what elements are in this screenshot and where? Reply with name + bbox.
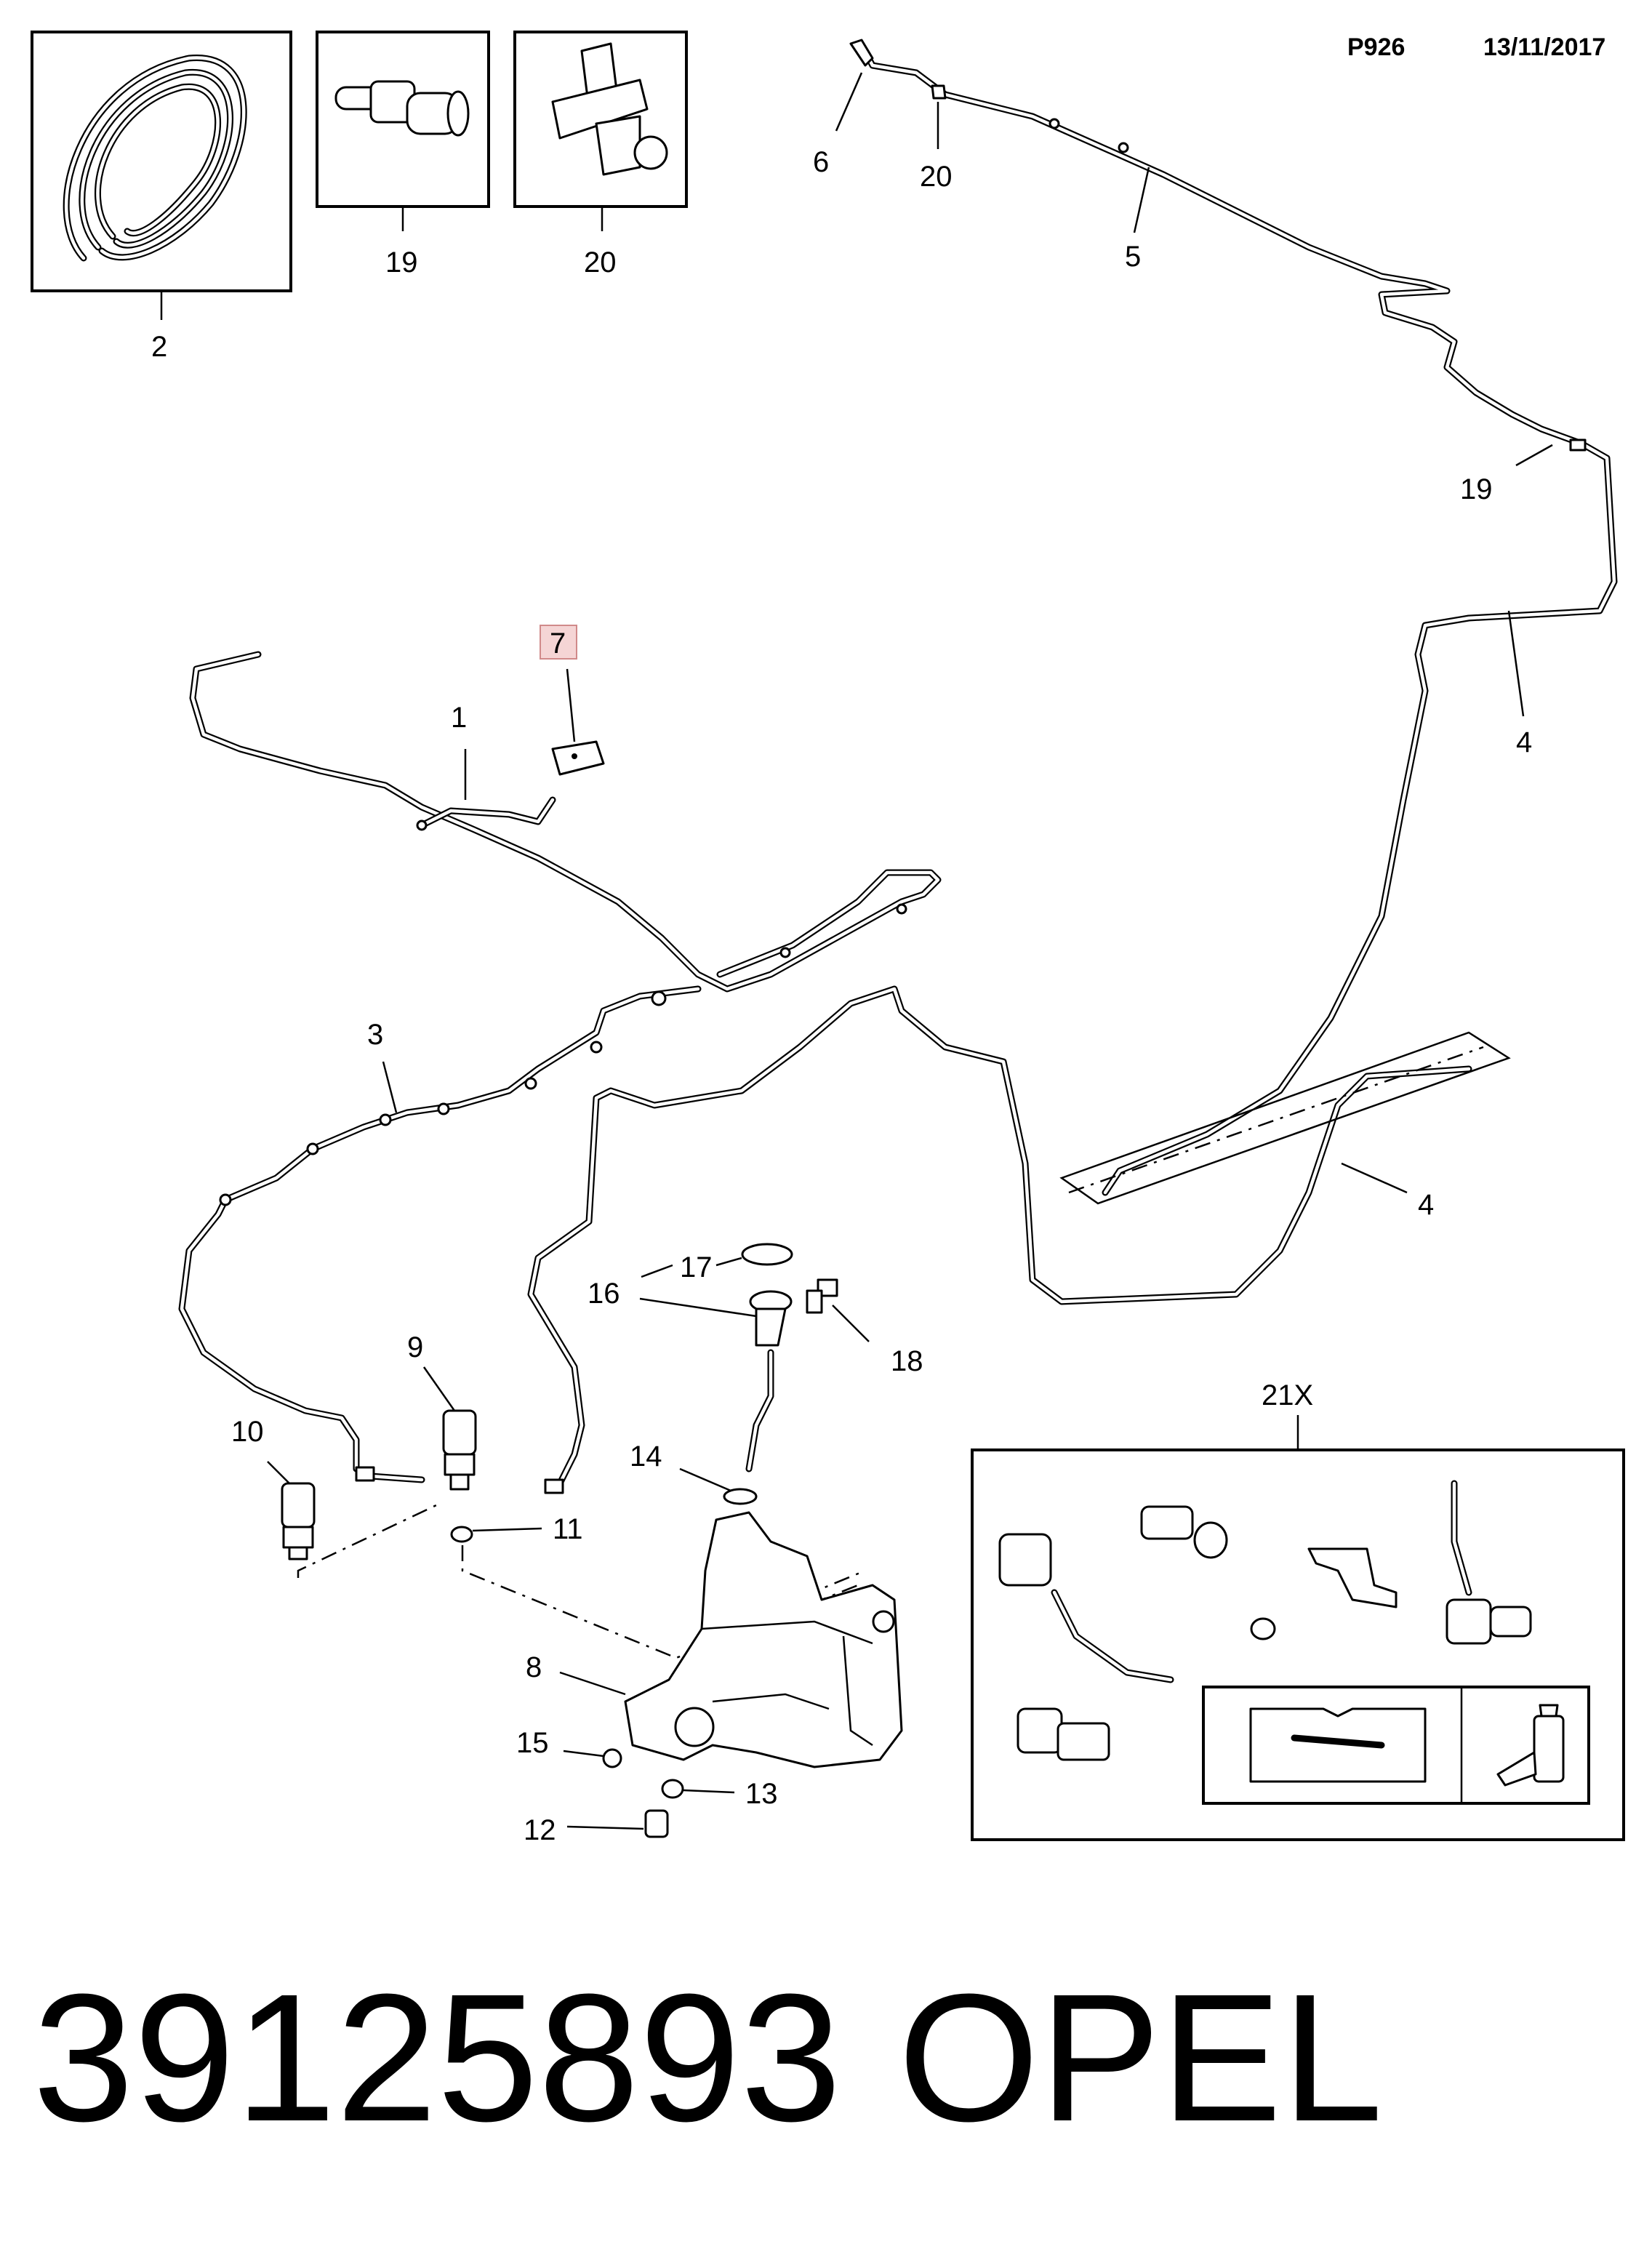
part-7-nozzle[interactable] — [551, 740, 605, 776]
assembly-line-pumps — [741, 1569, 866, 1623]
callout-3: 3 — [367, 1019, 383, 1051]
callout-20-pipe: 20 — [920, 161, 953, 193]
callout-4-lower: 4 — [1418, 1189, 1434, 1221]
part-8-washer-tank[interactable] — [624, 1511, 903, 1768]
callout-4-upper: 4 — [1516, 726, 1532, 758]
hose-coil-drawing — [63, 55, 247, 262]
callout-18: 18 — [891, 1345, 923, 1377]
callout-17: 17 — [680, 1251, 713, 1283]
callout-12: 12 — [524, 1814, 556, 1846]
part-16-filler-neck[interactable] — [745, 1290, 793, 1472]
kit-note-panel — [1202, 1686, 1590, 1805]
repair-manual-icon — [1249, 1707, 1427, 1783]
callout-2: 2 — [151, 331, 167, 363]
part-12-level-sensor[interactable] — [644, 1809, 669, 1838]
callout-8: 8 — [526, 1651, 542, 1683]
callout-21x: 21X — [1262, 1379, 1313, 1411]
kit-oring — [1250, 1617, 1276, 1640]
detail-box-connector[interactable] — [316, 31, 490, 208]
callout-5: 5 — [1125, 241, 1141, 273]
page-code: P926 — [1347, 33, 1405, 61]
pipe-1 — [189, 651, 942, 993]
callout-15: 15 — [516, 1727, 549, 1759]
pipe-4-lower — [527, 985, 1472, 1487]
callout-20-top: 20 — [584, 247, 617, 279]
callout-19-pipe: 19 — [1460, 473, 1493, 505]
part-6-nozzle[interactable] — [849, 39, 874, 67]
callout-7-highlight[interactable]: 7 — [540, 625, 577, 660]
kit-clip-connector — [1017, 1707, 1110, 1761]
callout-7: 7 — [550, 628, 566, 660]
pipe-5 — [858, 41, 1585, 447]
callout-14: 14 — [630, 1440, 662, 1472]
callout-11: 11 — [553, 1513, 583, 1545]
callout-6: 6 — [813, 146, 829, 178]
assembly-line-pump-10 — [297, 1504, 437, 1578]
assembly-line-tank — [461, 1545, 859, 1659]
callout-9: 9 — [407, 1331, 423, 1363]
part-15-nut[interactable] — [602, 1748, 622, 1768]
kit-21x-box[interactable] — [971, 1448, 1625, 1841]
part-number: 39125893 — [33, 1956, 842, 2159]
callout-10: 10 — [231, 1416, 264, 1448]
callout-1: 1 — [451, 702, 467, 734]
part-10-pump[interactable] — [281, 1482, 316, 1560]
sealant-bottle-icon — [1496, 1704, 1565, 1787]
part-14-seal[interactable] — [723, 1488, 758, 1505]
part-13-seal[interactable] — [661, 1779, 684, 1799]
footer: 39125893 OPEL — [0, 1949, 1652, 2167]
part-11-grommet[interactable] — [450, 1526, 473, 1543]
pipe-4 — [1102, 440, 1618, 1196]
callout-19-top: 19 — [385, 247, 418, 279]
callout-7-box — [540, 625, 577, 660]
callout-13: 13 — [745, 1778, 778, 1810]
part-17-cap[interactable] — [741, 1243, 793, 1266]
kit-angled-hose — [1446, 1480, 1532, 1645]
kit-hose-elbow — [998, 1533, 1174, 1683]
pipe-3 — [178, 985, 702, 1483]
diagram-date: 13/11/2017 — [1483, 33, 1605, 61]
part-18-sensor[interactable] — [806, 1278, 838, 1314]
kit-coupling — [1140, 1505, 1228, 1559]
floor-channel — [1059, 1031, 1511, 1205]
kit-bracket — [1307, 1547, 1398, 1608]
part-20-clip[interactable] — [931, 84, 947, 100]
brand-name: OPEL — [898, 1956, 1383, 2159]
callout-16: 16 — [588, 1278, 620, 1310]
pipe-clips — [219, 85, 1587, 1494]
detail-box-clip[interactable] — [513, 31, 688, 208]
part-9-pump[interactable] — [442, 1409, 477, 1491]
connector-drawing — [334, 80, 470, 137]
clip-drawing — [551, 42, 668, 176]
detail-box-hose-coil[interactable] — [31, 31, 292, 292]
